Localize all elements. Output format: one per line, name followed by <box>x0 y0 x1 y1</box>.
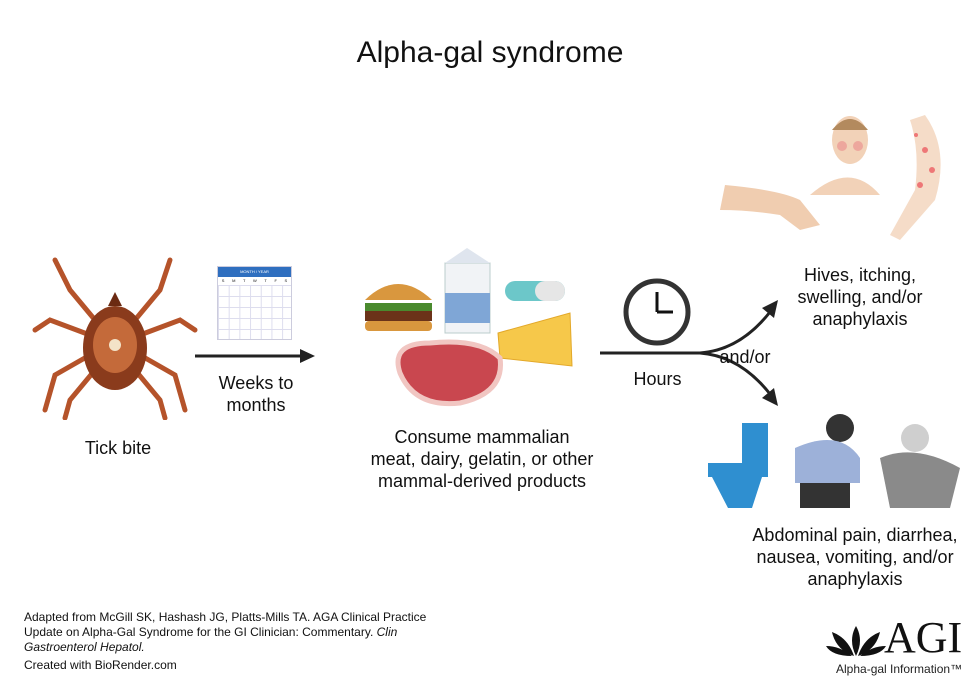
created-with: Created with BioRender.com <box>24 658 177 672</box>
day: T <box>264 278 267 283</box>
hours-label: Hours <box>633 369 682 389</box>
andor-label: and/or <box>719 347 771 367</box>
day: S <box>284 278 288 283</box>
consume-line: mammal-derived products <box>377 471 587 491</box>
gi-symptoms-label: Abdominal pain, diarrhea,nausea, vomitin… <box>730 524 980 590</box>
citation: Adapted from McGill SK, Hashash JG, Plat… <box>24 610 426 655</box>
citation-line: Adapted from McGill SK, Hashash JG, Plat… <box>24 610 427 624</box>
journal-name: Gastroenterol Hepatol. <box>24 640 145 654</box>
day: M <box>232 278 236 283</box>
citation-line: Update on Alpha-Gal Syndrome for the GI … <box>24 625 377 639</box>
agi-logo: AGI <box>884 613 963 662</box>
logo-subtitle: Alpha-gal Information™ <box>836 662 963 676</box>
gi-line: nausea, vomiting, and/or <box>756 547 954 567</box>
food-icon <box>365 248 573 407</box>
arrow-1 <box>195 349 315 363</box>
calendar-header: MONTH / YEAR <box>218 267 291 277</box>
day: F <box>274 278 277 283</box>
day: S <box>221 278 225 283</box>
consume-line: meat, dairy, gelatin, or other <box>370 449 594 469</box>
skin-line: anaphylaxis <box>812 309 908 329</box>
tick-bite-label: Tick bite <box>84 438 152 458</box>
clock-icon <box>623 278 691 346</box>
delay-line: Weeks to <box>218 373 294 393</box>
journal-name: Clin <box>376 625 398 639</box>
tick-icon <box>32 257 198 420</box>
consume-line: Consume mammalian <box>394 427 570 447</box>
gi-line: anaphylaxis <box>807 569 903 589</box>
calendar-icon: MONTH / YEAR S M T W T F S <box>217 266 292 340</box>
page-title: Alpha-gal syndrome <box>356 36 624 69</box>
day: T <box>243 278 246 283</box>
day: W <box>253 278 257 283</box>
skin-line: Hives, itching, <box>803 265 917 285</box>
agi-lotus-icon <box>826 626 886 656</box>
gi-illustration <box>708 414 960 508</box>
gi-line: Abdominal pain, diarrhea, <box>752 525 958 545</box>
skin-line: swelling, and/or <box>797 287 923 307</box>
delay-line: months <box>226 395 286 415</box>
branching-arrows <box>600 300 778 406</box>
hives-illustration <box>720 115 941 240</box>
